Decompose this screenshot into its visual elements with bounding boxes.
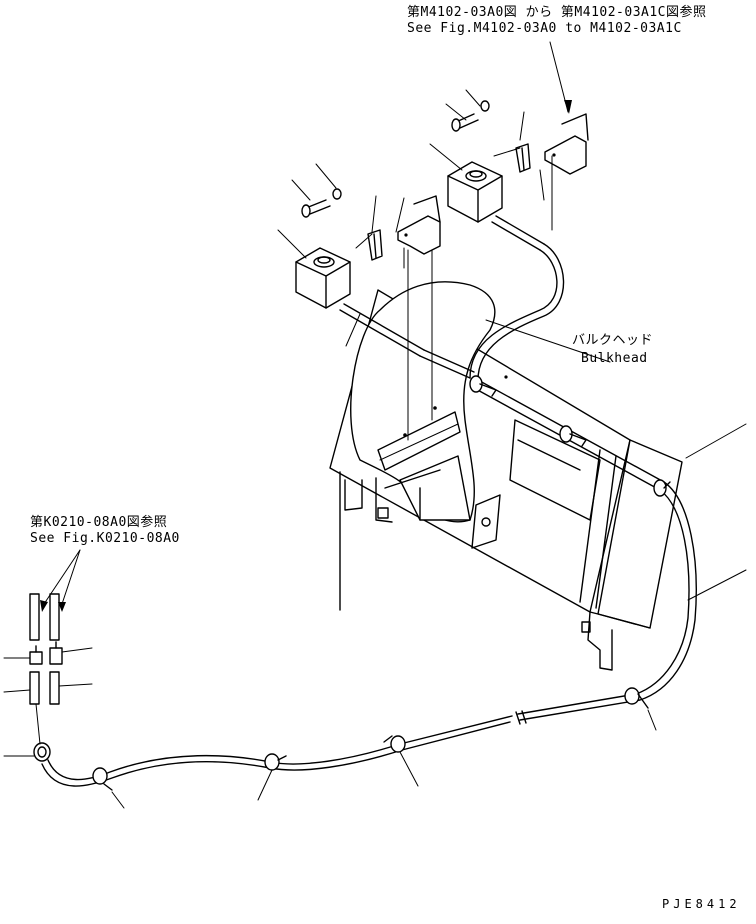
left-reference-leader	[40, 549, 81, 612]
washer-tank-icon	[295, 161, 503, 309]
nozzle-connector-icon	[29, 593, 63, 762]
clamp-icon	[92, 375, 671, 791]
hose-icon	[41, 215, 697, 787]
bulkhead-label-japanese: バルクヘッド	[572, 333, 654, 348]
top-reference-english: See Fig.M4102-03A0 to M4102-03A1C	[407, 21, 682, 36]
leader-lines	[3, 89, 747, 809]
bolt-icon	[301, 100, 490, 218]
left-reference-english: See Fig.K0210-08A0	[30, 531, 180, 546]
left-reference-japanese: 第K0210-08A0図参照	[30, 515, 168, 530]
bulkhead-label-english: Bulkhead	[581, 351, 648, 366]
drawing-code: PJE8412	[662, 897, 741, 911]
top-reference-japanese: 第M4102-03A0図 から 第M4102-03A1C図参照	[407, 5, 707, 20]
top-reference-leader	[549, 41, 572, 114]
clip-icon	[367, 143, 531, 261]
bulkhead-body	[329, 239, 683, 671]
bracket-icon	[397, 113, 589, 255]
